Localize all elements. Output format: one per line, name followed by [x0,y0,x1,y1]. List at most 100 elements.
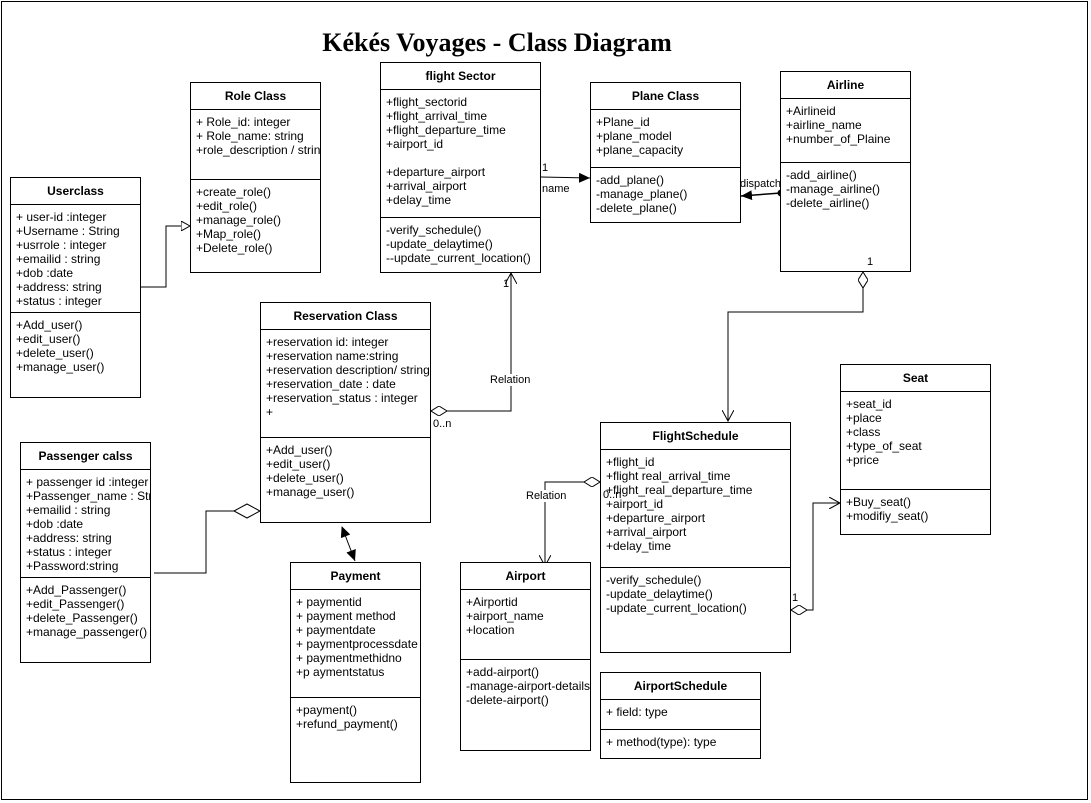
attribute: +flight_id [606,455,655,469]
attribute: +class [846,425,881,439]
method: +manage_passenger() [26,625,148,639]
edge-label-name: name [542,183,570,195]
attribute: +price [846,453,880,467]
methods-section: +add-airport()-manage-airport-details()-… [461,659,590,707]
class-userclass[interactable]: Userclass+ user-id :integer+Username : S… [10,177,141,398]
class-name: Plane Class [631,89,700,103]
attribute: +Password:string [26,559,119,573]
attribute: +reservation description/ string [266,363,430,377]
method: -manage-airport-details() [466,679,591,693]
attribute [386,151,540,165]
attribute: +flight_arrival_time [386,109,488,123]
class-plane[interactable]: Plane Class +Plane_id+plane_model+plane_c… [590,82,741,223]
methods-section: +Add_Passenger()+edit_Passenger()+delete… [21,577,150,639]
attributes-section: +reservation id: integer+reservation nam… [261,329,430,437]
attribute: + paymentmethidno [296,651,402,665]
attribute: +usrrole : integer [16,238,107,252]
method: +manage_role() [196,213,282,227]
class-flight-sector[interactable]: flight Sector +flight_sectorid+flight_arr… [380,62,541,273]
attribute: +type_of_seat [846,439,922,453]
class-flight-schedule[interactable]: FlightSchedule+flight_id+flight real_arr… [600,422,791,653]
attribute: +plane_model [596,129,672,143]
attribute: +airline_name [786,118,862,132]
method: +refund_payment() [296,717,398,731]
attribute: +flight_sectorid [386,95,468,109]
methods-section: -verify_schedule()-update_delaytime()--u… [381,217,540,265]
methods-section: -add_airline()-manage_airline()-delete_a… [781,162,910,210]
attributes-section: + user-id :integer+Username : String+usr… [11,204,140,312]
methods-section: +Buy_seat()+modifiy_seat() [841,489,990,523]
attribute: +p aymentstatus [296,665,385,679]
class-payment[interactable]: Payment+ paymentid+ payment method+ paym… [290,562,421,783]
method: -update_delaytime() [386,237,493,251]
class-name: Reservation Class [293,309,398,323]
attribute: + Role_id: integer [196,115,291,129]
attribute: + paymentprocessdate [296,637,418,651]
attribute: +role_description / string [196,143,321,157]
method: -delete_plane() [596,201,677,215]
attribute: +address: string [16,280,102,294]
edge-label-relation-airport: Relation [526,490,567,502]
methods-section: +payment()+refund_payment() [291,697,420,731]
attribute: +airport_id [386,137,444,151]
attribute: +dob :date [26,517,84,531]
method: --update_current_location() [386,251,531,265]
method: -delete_airline() [786,196,870,210]
class-airline[interactable]: Airline+Airlineid+airline_name+number_of… [780,71,911,272]
mult-airline-schedule: 1 [867,256,874,268]
methods-section: -verify_schedule()-update_delaytime()-up… [601,567,790,615]
attribute: + passenger id :integer [26,475,149,489]
mult-schedule-airport: 0..n [603,489,622,501]
attribute: +departure_airport [386,165,486,179]
attribute: + paymentdate [296,623,376,637]
attribute: +emailid : string [26,503,111,517]
class-name: AirportSchedule [633,679,728,693]
class-name: Seat [902,371,929,385]
class-name: flight Sector [425,69,496,83]
method: +create_role() [196,185,272,199]
attribute: +status : integer [16,294,102,308]
methods-section: -add_plane()-manage_plane()-delete_plane… [591,167,740,215]
attributes-section: +flight_sectorid+flight_arrival_time+fli… [381,89,540,217]
attributes-section: +Airlineid+airline_name+number_of_Plaine [781,98,910,162]
method: -manage_plane() [596,187,688,201]
method: +delete_user() [266,471,344,485]
attributes-section: + paymentid+ payment method+ paymentdate… [291,589,420,697]
attributes-section: +seat_id+place+class+type_of_seat+price [841,391,990,489]
method: -verify_schedule() [606,573,702,587]
class-name: FlightSchedule [652,429,739,443]
attribute: +Plane_id [596,115,650,129]
attribute: +reservation name:string [266,349,399,363]
mult-schedule-seat: 1 [792,592,799,604]
attribute: +plane_capacity [596,143,684,157]
class-role[interactable]: Role Class+ Role_id: integer+ Role_name:… [190,82,321,273]
attribute: + user-id :integer [16,210,107,224]
class-airport[interactable]: Airport +Airportid+airport_name+location+… [460,562,591,751]
attributes-section: +Plane_id+plane_model+plane_capacity [591,109,740,167]
attribute: +delay_time [606,539,672,553]
attribute: +status : integer [26,545,112,559]
method: +delete_user() [16,346,94,360]
attribute: + Role_name: string [196,129,304,143]
method: +modifiy_seat() [846,509,929,523]
mult-sector-plane: 1 [542,162,549,174]
attributes-section: +Airportid+airport_name+location [461,589,590,659]
method: +edit_role() [196,199,258,213]
attributes-section: + field: type [601,699,760,729]
attribute: +airport_name [466,609,544,623]
attribute: +number_of_Plaine [786,132,891,146]
class-passenger[interactable]: Passenger calss+ passenger id :integer+P… [20,442,151,663]
class-airport-schedule[interactable]: AirportSchedule+ field: type+ method(typ… [600,672,761,759]
diagram-title: Kékés Voyages - Class Diagram [322,28,672,57]
attribute: +address: string [26,531,112,545]
attribute: +Airportid [466,595,518,609]
attribute: +airport_id [606,497,664,511]
method: +edit_Passenger() [26,597,125,611]
method: -update_current_location() [606,601,747,615]
class-reservation[interactable]: Reservation Class +reservation id: intege… [260,302,431,523]
method: +edit_user() [16,332,81,346]
method: +Buy_seat() [846,495,912,509]
class-name: Airport [505,569,546,583]
class-seat[interactable]: Seat +seat_id+place+class+type_of_seat+pr… [840,364,991,535]
